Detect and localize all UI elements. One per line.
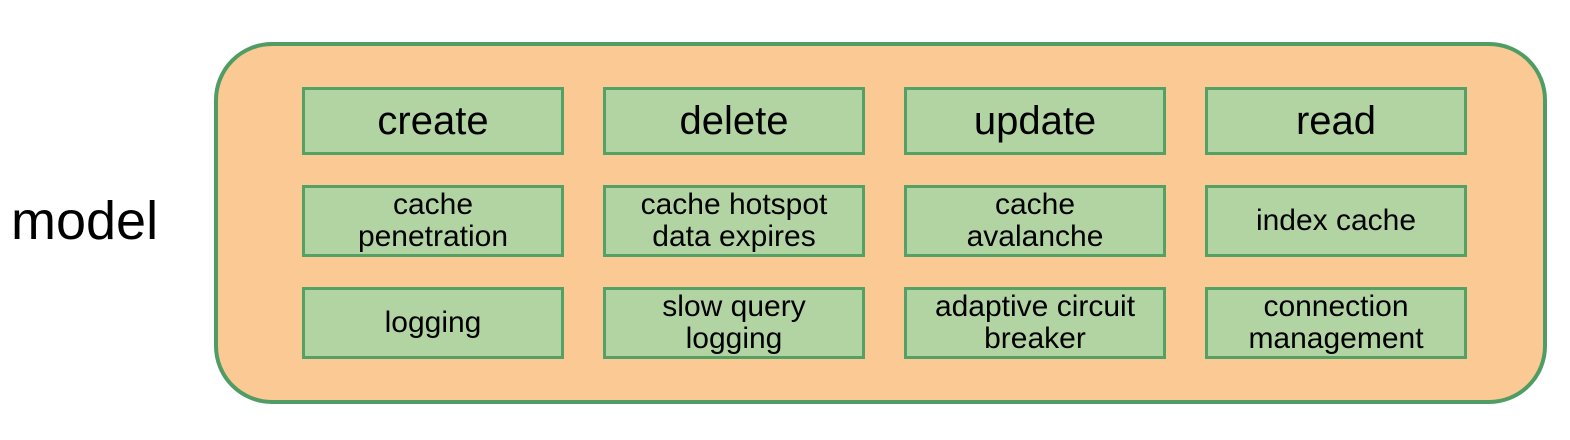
model-label: model (11, 191, 159, 251)
box-connection-management: connection management (1205, 287, 1467, 359)
box-delete: delete (603, 87, 865, 155)
box-slow-query-logging: slow query logging (603, 287, 865, 359)
box-create: create (302, 87, 564, 155)
box-logging: logging (302, 287, 564, 359)
box-cache-penetration: cache penetration (302, 185, 564, 257)
box-adaptive-circuit-breaker: adaptive circuit breaker (904, 287, 1166, 359)
box-read: read (1205, 87, 1467, 155)
box-cache-avalanche: cache avalanche (904, 185, 1166, 257)
box-update: update (904, 87, 1166, 155)
box-index-cache: index cache (1205, 185, 1467, 257)
box-cache-hotspot-data-expires: cache hotspot data expires (603, 185, 865, 257)
model-container: create cache penetration logging delete … (214, 42, 1547, 404)
